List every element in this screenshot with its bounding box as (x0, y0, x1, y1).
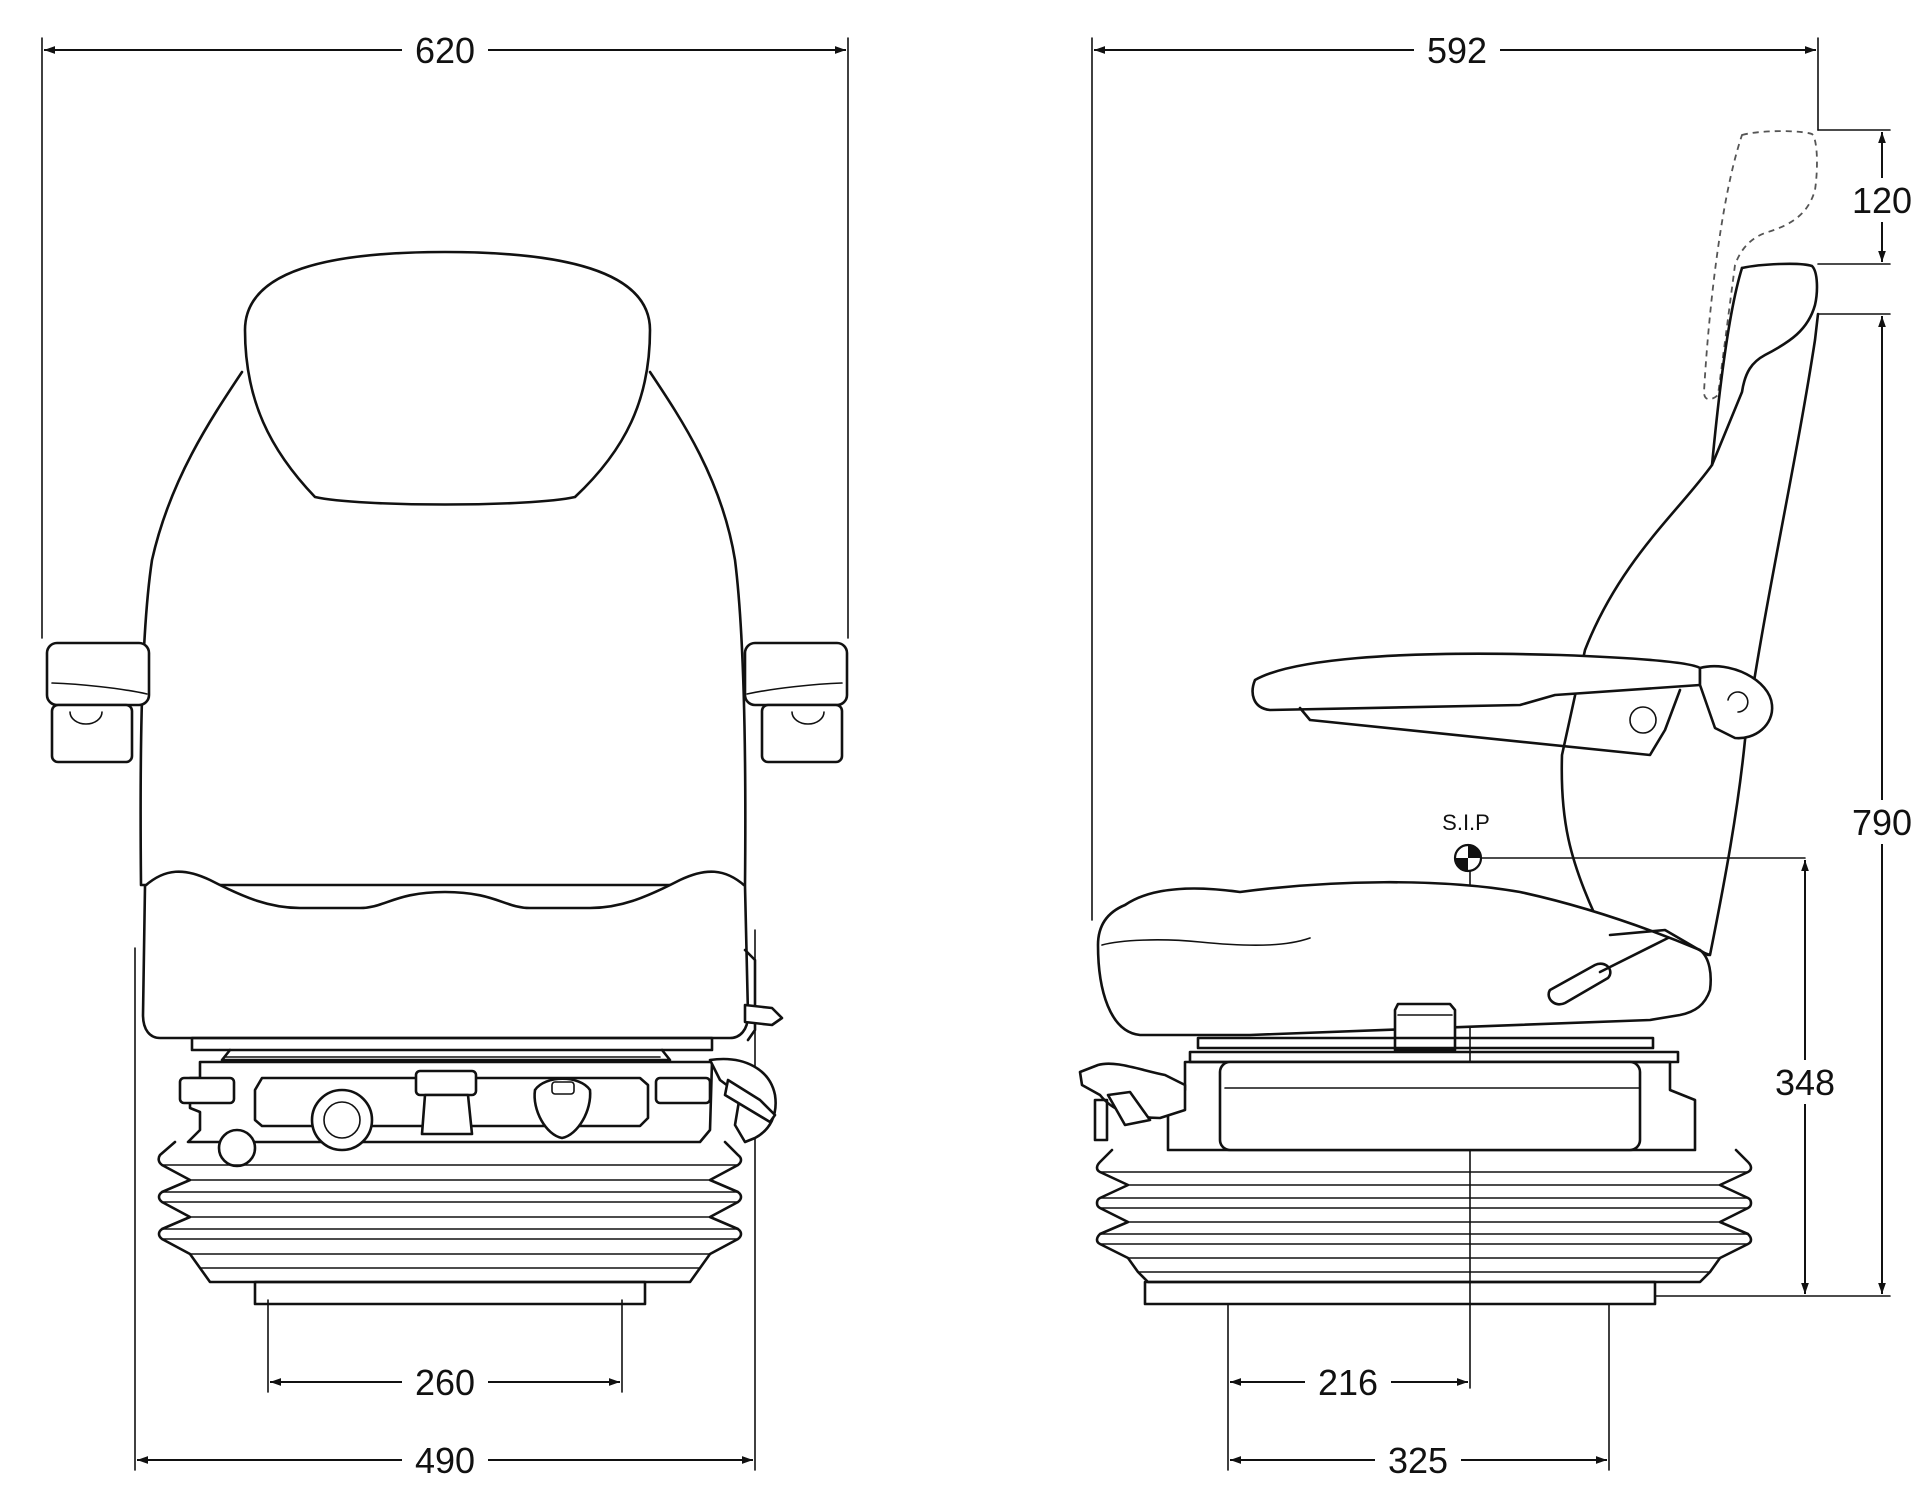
backrest-outline (139, 370, 747, 887)
dim-base-depth: 325 (1388, 1440, 1448, 1481)
dim-overall-width: 620 (415, 30, 475, 71)
side-bellows (1095, 1148, 1753, 1284)
sip-marker: S.I.P (1442, 810, 1490, 873)
front-view: 620 260 490 (41, 28, 849, 1482)
dim-headrest-travel: 120 (1852, 180, 1912, 221)
front-base-plate (253, 1280, 647, 1306)
armrest-side (1251, 652, 1702, 712)
dim-sip-to-base-front: 216 (1318, 1362, 1378, 1403)
dim-base-width: 260 (415, 1362, 475, 1403)
headrest-raised-position (1703, 130, 1818, 401)
dim-overall-height: 790 (1852, 802, 1912, 843)
backrest-side (1560, 262, 1820, 957)
side-base-plate (1143, 1280, 1657, 1306)
dim-sip-height: 348 (1775, 1062, 1835, 1103)
headrest (243, 250, 652, 506)
armrest-left (45, 641, 151, 764)
seat-cushion (141, 870, 750, 1040)
armrest-right (743, 641, 849, 764)
sip-label: S.I.P (1442, 810, 1490, 835)
dim-overall-depth: 592 (1427, 30, 1487, 71)
dim-seat-width: 490 (415, 1440, 475, 1481)
front-bellows (157, 1140, 743, 1284)
side-view: S.I.P (1078, 28, 1916, 1482)
